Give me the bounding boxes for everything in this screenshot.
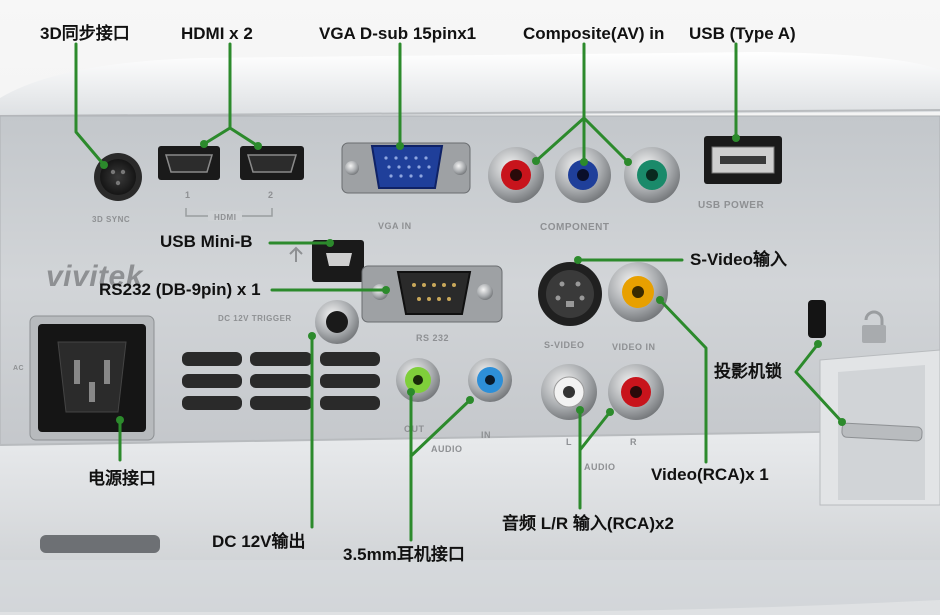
- callout-3d-sync: 3D同步接口: [40, 24, 130, 43]
- s-video-port: [538, 262, 602, 326]
- audio-left-white-jack: [541, 364, 597, 420]
- label-audio-r: R: [630, 437, 637, 447]
- label-dc-trigger: DC 12V TRIGGER: [218, 314, 292, 323]
- label-video-in: VIDEO IN: [612, 342, 656, 352]
- label-audio-lr: AUDIO: [584, 462, 616, 472]
- label-audio-l: L: [566, 437, 572, 447]
- label-audio-in: IN: [481, 430, 491, 440]
- audio-in-jack: [468, 358, 512, 402]
- callout-earphone: 3.5mm耳机接口: [343, 545, 465, 564]
- hdmi-port-2: [240, 146, 304, 180]
- label-audio: AUDIO: [431, 444, 463, 454]
- label-3d-sync: 3D SYNC: [92, 215, 130, 224]
- component-green-jack: [624, 147, 680, 203]
- label-rs232: RS 232: [416, 333, 449, 343]
- label-audio-out: OUT: [404, 424, 425, 434]
- audio-right-red-jack: [608, 364, 664, 420]
- callout-composite: Composite(AV) in: [523, 24, 665, 43]
- rs232-port: [361, 265, 503, 323]
- callout-vga: VGA D-sub 15pinx1: [319, 24, 477, 43]
- callout-s-video: S-Video输入: [690, 250, 787, 269]
- vent-grille: [182, 352, 380, 410]
- hdmi-port-1: [158, 146, 220, 180]
- callout-usb-type-a: USB (Type A): [689, 24, 796, 43]
- callout-video-rca: Video(RCA)x 1: [651, 465, 769, 484]
- label-usb-power: USB POWER: [698, 200, 764, 211]
- label-ac: AC: [13, 365, 24, 372]
- brand-logo: vivitek: [46, 260, 144, 293]
- vga-port: [341, 142, 471, 194]
- label-s-video: S-VIDEO: [544, 340, 585, 350]
- callout-audio-lr: 音频 L/R 输入(RCA)x2: [502, 514, 674, 533]
- lock-bar: [841, 422, 923, 442]
- callout-rs232: RS232 (DB-9pin) x 1: [99, 280, 261, 299]
- foot: [40, 535, 160, 553]
- dc-12v-trigger-jack: [315, 300, 359, 344]
- chassis-top: [0, 52, 940, 118]
- callout-hdmi: HDMI x 2: [181, 24, 253, 43]
- audio-out-jack: [396, 358, 440, 402]
- callout-power: 电源接口: [88, 469, 156, 488]
- label-vga-in: VGA IN: [378, 221, 412, 231]
- label-hdmi: HDMI: [214, 213, 236, 222]
- callout-usb-mini-b: USB Mini-B: [160, 232, 253, 251]
- label-hdmi-1: 1: [185, 190, 191, 200]
- kensington-slot: [808, 300, 826, 338]
- component-red-jack: [488, 147, 544, 203]
- usb-symbol-icon: [289, 246, 303, 262]
- usb-type-a-port: [704, 136, 782, 184]
- video-in-yellow-jack: [608, 262, 668, 322]
- callout-leaders: [74, 42, 846, 542]
- label-component: COMPONENT: [540, 222, 610, 233]
- usb-mini-b-port: [312, 240, 364, 282]
- ac-power-inlet: [29, 315, 155, 441]
- label-hdmi-2: 2: [268, 190, 274, 200]
- component-blue-jack: [555, 147, 611, 203]
- lock-icon: [862, 310, 886, 343]
- callout-lock: 投影机锁: [714, 362, 782, 381]
- callout-dc-12v: DC 12V输出: [212, 532, 306, 551]
